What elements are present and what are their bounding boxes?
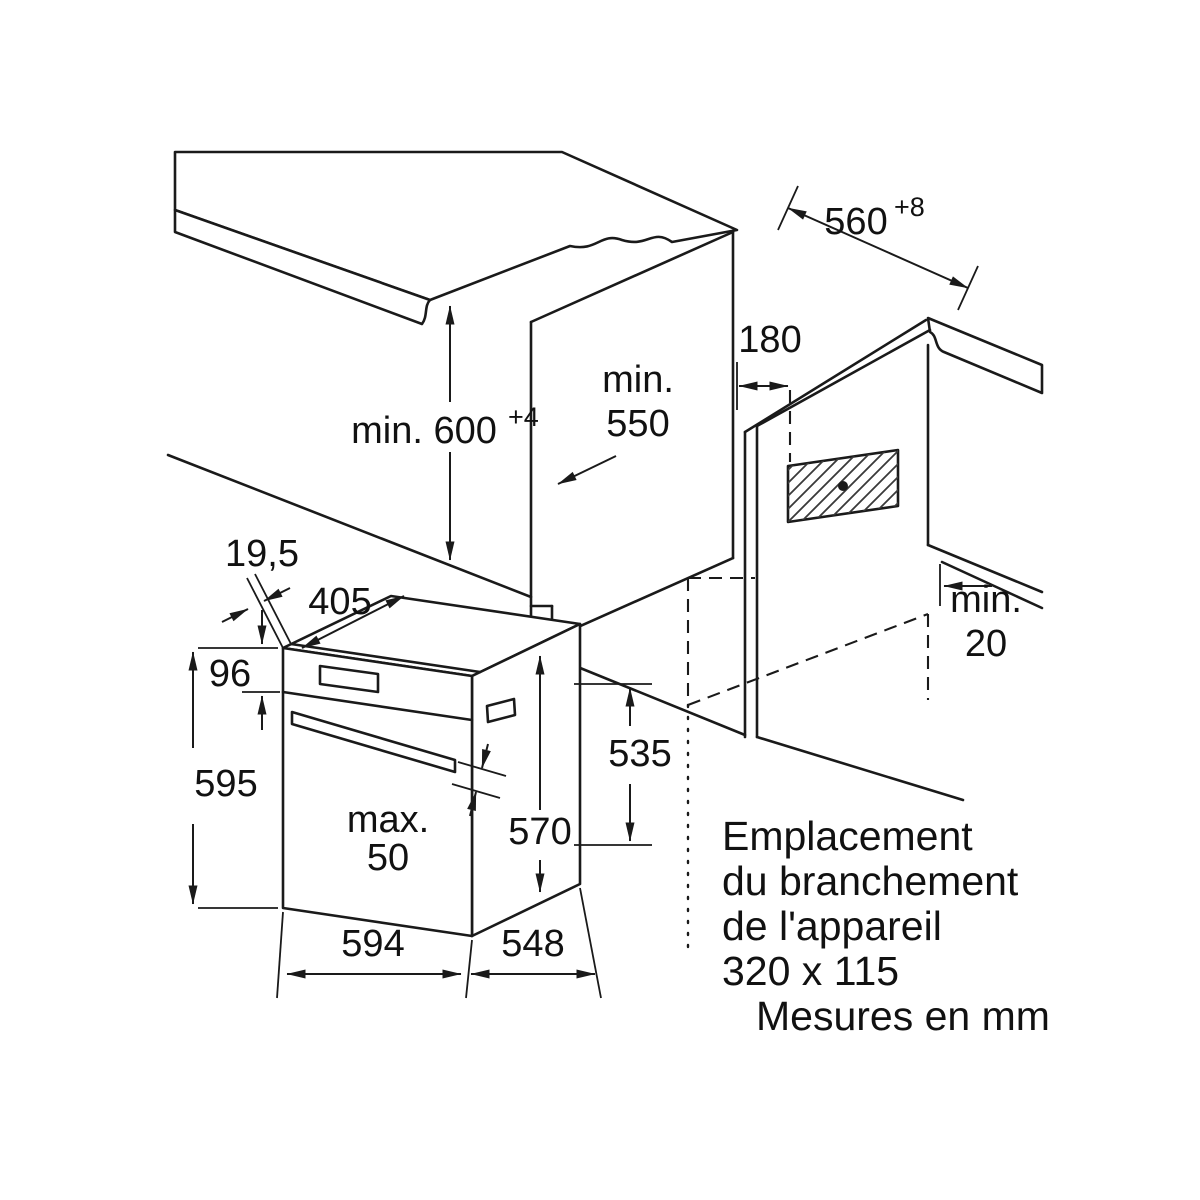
note-line-2: du branchement bbox=[722, 858, 1019, 904]
label-oven-height: 595 bbox=[194, 763, 257, 805]
label-top-recess-depth: 405 bbox=[308, 581, 371, 623]
dim-rear-gap: min. 20 bbox=[939, 564, 1022, 665]
label-rear-height: 535 bbox=[608, 733, 671, 775]
label-rear-gap-value: 20 bbox=[965, 623, 1007, 665]
dim-niche-width: 560 +8 bbox=[777, 185, 979, 311]
wall-top-torn-strip bbox=[926, 316, 1044, 395]
countertop-front-edge bbox=[173, 208, 432, 326]
oven-door-handle bbox=[290, 710, 457, 774]
note-line-1: Emplacement bbox=[722, 813, 973, 859]
back-wall bbox=[743, 316, 1044, 802]
dim-rear-height: 535 bbox=[574, 683, 672, 846]
dim-oven-width: 594 bbox=[276, 911, 473, 999]
label-niche-depth-min: min. bbox=[602, 359, 674, 401]
label-handle-clearance-max: max. bbox=[347, 799, 429, 841]
label-niche-height-tolerance: +4 bbox=[508, 402, 539, 432]
units-note: Mesures en mm bbox=[756, 993, 1050, 1039]
dim-top-recess-depth: 405 bbox=[301, 581, 405, 649]
countertop-surface bbox=[173, 150, 739, 302]
label-oven-width: 594 bbox=[341, 923, 404, 965]
oven-right-face bbox=[470, 622, 582, 938]
label-depth-with-door: 570 bbox=[508, 811, 571, 853]
side-grip-recess bbox=[485, 697, 517, 724]
dim-oven-depth: 548 bbox=[470, 887, 602, 999]
dim-panel-height: 96 bbox=[209, 610, 280, 730]
note-line-3: de l'appareil bbox=[722, 903, 942, 949]
dim-handle-clearance: max. 50 bbox=[347, 743, 507, 879]
dim-depth-with-door: 570 bbox=[508, 655, 572, 893]
label-oven-depth: 548 bbox=[501, 923, 564, 965]
note-line-4: 320 x 115 bbox=[722, 948, 899, 994]
label-niche-height: min. 600 bbox=[351, 410, 497, 452]
control-panel-display bbox=[318, 664, 380, 694]
control-panel-divider bbox=[281, 690, 474, 722]
oven-front-face bbox=[281, 646, 474, 938]
hidden-niche-edges bbox=[686, 576, 930, 706]
dim-niche-depth: min. 550 bbox=[557, 359, 674, 485]
label-niche-width: 560 bbox=[824, 201, 887, 243]
label-panel-height: 96 bbox=[209, 653, 251, 695]
connection-point-dot bbox=[838, 481, 848, 491]
dim-connection-offset: 180 bbox=[736, 319, 802, 462]
connection-note: Emplacement du branchement de l'appareil… bbox=[722, 813, 1050, 1039]
countertop bbox=[173, 150, 739, 326]
label-rear-gap-min: min. bbox=[950, 579, 1022, 621]
label-niche-depth-value: 550 bbox=[606, 403, 669, 445]
label-front-frame: 19,5 bbox=[225, 533, 299, 575]
label-connection-offset: 180 bbox=[738, 319, 801, 361]
dim-niche-height: min. 600 +4 bbox=[351, 305, 539, 561]
connection-area bbox=[786, 448, 900, 524]
label-handle-clearance-value: 50 bbox=[367, 837, 409, 879]
dim-front-frame: 19,5 bbox=[221, 533, 299, 649]
oven bbox=[281, 594, 582, 938]
dim-oven-height: 595 bbox=[188, 647, 278, 909]
label-niche-width-tolerance: +8 bbox=[894, 192, 925, 222]
